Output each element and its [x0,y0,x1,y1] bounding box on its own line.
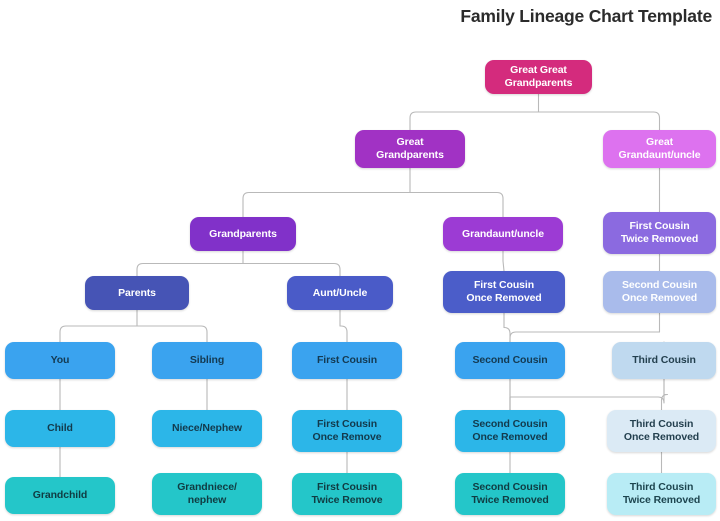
node-label: Grandaunt/uncle [462,227,544,240]
node-label: First Cousin [316,354,378,366]
edge-grandaunt-uncle-branch-0 [502,260,505,272]
node-second-cousin-once-removed-top[interactable]: Second Cousin Once Removed [603,271,716,313]
node-third-cousin-once-removed[interactable]: Third Cousin Once Removed [607,410,716,452]
node-first-cousin-once-removed[interactable]: First Cousin Once Removed [443,271,565,313]
node-grandchild[interactable]: Grandchild [5,477,115,514]
node-label: Child [47,422,73,434]
node-label: First Cousin Twice Removed [620,220,699,245]
edge-great-grandparents-branch-1 [409,191,504,218]
node-first-cousin-once-remove[interactable]: First Cousin Once Remove [292,410,402,452]
node-label: Grandniece/ nephew [177,481,237,506]
node-label: Third Cousin Once Removed [623,418,700,443]
edge-great-great-grandparents-branch-0 [409,111,540,131]
node-grandniece-nephew[interactable]: Grandniece/ nephew [152,473,262,515]
node-label: Third Cousin [632,354,696,366]
node-grandaunt-uncle[interactable]: Grandaunt/uncle [443,217,563,251]
node-label: Grandchild [32,489,88,501]
node-label: Second Cousin Once Removed [472,418,548,443]
node-third-cousin-twice-removed[interactable]: Third Cousin Twice Removed [607,473,716,515]
node-label: Second Cousin [472,354,548,366]
node-label: First Cousin Once Remove [312,418,382,443]
node-great-grandparents[interactable]: Great Grandparents [355,130,465,168]
node-you[interactable]: You [5,342,115,379]
edge-grandparents-branch-0 [136,262,244,277]
node-second-cousin-twice-removed[interactable]: Second Cousin Twice Removed [455,473,565,515]
node-label: Grandparents [209,227,277,240]
node-second-cousin[interactable]: Second Cousin [455,342,565,379]
node-great-grandaunt-uncle[interactable]: Great Grandaunt/uncle [603,130,716,168]
node-aunt-uncle[interactable]: Aunt/Uncle [287,276,393,310]
edge-great-great-grandparents-branch-1 [537,111,661,131]
node-label: Great Grandaunt/uncle [618,136,701,161]
node-label: Great Grandparents [376,136,444,161]
edge-aunt-uncle-branch-0 [339,325,348,343]
node-label: Niece/Nephew [172,422,242,434]
node-third-cousin[interactable]: Third Cousin [612,342,716,379]
node-child[interactable]: Child [5,410,115,447]
node-first-cousin[interactable]: First Cousin [292,342,402,379]
node-niece-nephew[interactable]: Niece/Nephew [152,410,262,447]
node-sibling[interactable]: Sibling [152,342,262,379]
node-label: Third Cousin Twice Removed [622,481,701,506]
node-parents[interactable]: Parents [85,276,189,310]
edge-grandparents-branch-1 [242,262,341,277]
edge-great-grandparents-branch-0 [242,191,411,218]
node-great-great-grandparents[interactable]: Great Great Grandparents [485,60,592,94]
edge-third-cousin-branch-0 [660,393,669,411]
node-label: First Cousin Twice Remove [311,481,383,506]
page-title: Family Lineage Chart Template [460,6,712,26]
node-label: Second Cousin Twice Removed [471,481,549,506]
node-label: Sibling [189,354,225,366]
node-label: Parents [118,286,156,299]
edge-parents-branch-0 [59,325,138,343]
node-grandparents[interactable]: Grandparents [190,217,296,251]
node-second-cousin-once-removed[interactable]: Second Cousin Once Removed [455,410,565,452]
edge-first-cousin-once-removed-branch-0 [503,326,511,343]
node-first-cousin-twice-removed[interactable]: First Cousin Twice Removed [603,212,716,254]
node-label: First Cousin Once Removed [466,279,542,304]
edge-parents-branch-1 [136,325,208,343]
node-first-cousin-twice-remove[interactable]: First Cousin Twice Remove [292,473,402,515]
node-label: You [50,354,70,366]
node-label: Aunt/Uncle [312,286,368,299]
node-label: Second Cousin Once Removed [621,279,698,304]
node-label: Great Great Grandparents [504,64,573,89]
